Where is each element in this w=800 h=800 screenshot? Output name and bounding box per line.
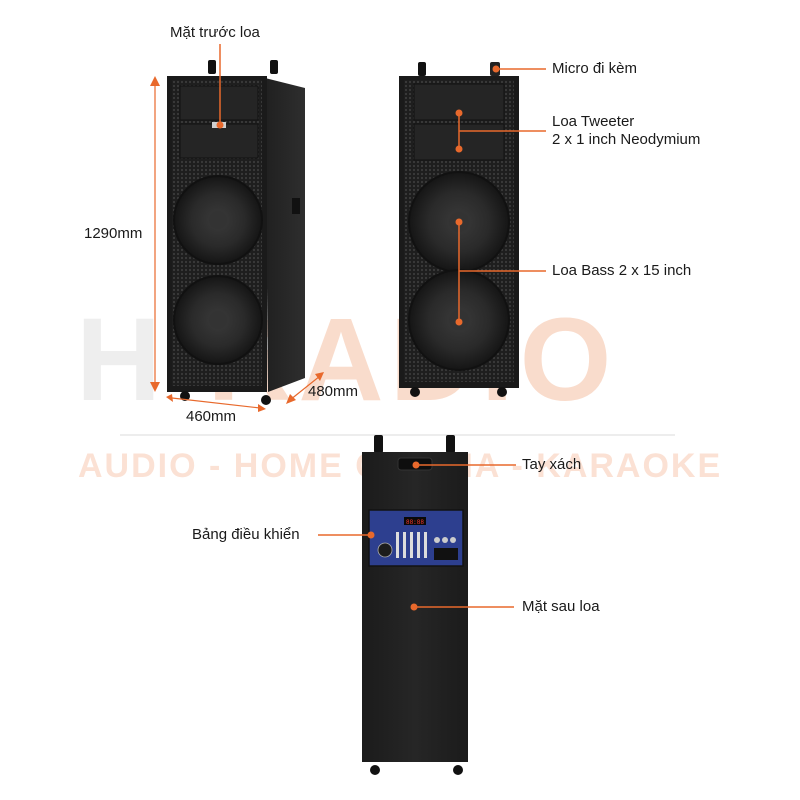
wheel — [180, 391, 190, 401]
mic-holder-right — [270, 60, 278, 74]
wheel — [370, 765, 380, 775]
callout-dot-bass-upper — [455, 218, 463, 226]
panel-slider — [396, 532, 399, 558]
panel-display — [404, 517, 426, 525]
wheel — [261, 395, 271, 405]
depth-arrow — [289, 375, 321, 401]
wheel — [453, 765, 463, 775]
tweeter-horn-lower — [179, 123, 259, 159]
label-back: Mặt sau loa — [522, 598, 600, 615]
label-tweeter-line1: Loa Tweeter — [552, 113, 635, 130]
tweeter-horn-upper — [413, 83, 505, 121]
arrowhead — [150, 382, 160, 392]
callout-dot-handle — [412, 461, 420, 469]
dimension-height: 1290mm — [84, 225, 143, 242]
panel-jack — [442, 537, 448, 543]
dimension-width: 460mm — [186, 408, 237, 425]
callout-dot-mic — [492, 65, 500, 73]
cabinet-side — [265, 78, 305, 392]
watermark-divider — [120, 434, 675, 436]
tweeter-horn-upper — [179, 85, 259, 121]
panel-jack — [450, 537, 456, 543]
callout-dot-bass-lower — [455, 318, 463, 326]
label-control-panel: Bảng điều khiển — [192, 526, 300, 543]
dimension-markers — [150, 76, 324, 412]
speaker-front-angled — [167, 60, 305, 405]
dimension-depth: 480mm — [308, 383, 359, 400]
panel-volume-knob — [377, 542, 393, 558]
panel-power-socket — [434, 548, 458, 560]
panel-display-text: 88:88 — [406, 519, 424, 526]
woofer-upper-cap — [209, 211, 227, 229]
width-arrow — [171, 397, 261, 409]
callout-dot-control-panel — [367, 531, 375, 539]
watermark-brand-h: H — [76, 294, 168, 426]
mic-holder-left — [208, 60, 216, 74]
mic-holder-right — [446, 435, 455, 453]
label-handle: Tay xách — [522, 456, 582, 473]
woofer-lower-cap — [209, 311, 227, 329]
wheel — [410, 387, 420, 397]
panel-slider — [403, 532, 406, 558]
label-front: Mặt trước loa — [170, 24, 260, 41]
callout-dot-tweeter-upper — [455, 109, 463, 117]
arrowhead — [258, 404, 266, 412]
callout-dot-front — [216, 121, 224, 129]
panel-jack — [434, 537, 440, 543]
mic-holder-left — [374, 435, 383, 453]
label-mic: Micro đi kèm — [552, 60, 638, 77]
label-tweeter-line2: 2 x 1 inch Neodymium — [552, 131, 701, 148]
callouts — [216, 44, 546, 611]
wheel — [497, 387, 507, 397]
control-panel: 88:88 — [368, 509, 464, 567]
mic-holder-left — [418, 62, 426, 76]
arrowhead — [286, 394, 296, 404]
label-tweeter: Loa Tweeter 2 x 1 inch Neodymium — [552, 113, 772, 149]
label-bass: Loa Bass 2 x 15 inch — [552, 262, 692, 279]
arrowhead — [166, 394, 173, 402]
arrowhead — [150, 76, 160, 86]
callout-dot-tweeter-lower — [455, 145, 463, 153]
panel-slider — [424, 532, 427, 558]
arrowhead — [315, 372, 324, 381]
side-handle — [292, 198, 300, 214]
panel-slider — [410, 532, 413, 558]
callout-dot-back — [410, 603, 418, 611]
panel-slider — [417, 532, 420, 558]
